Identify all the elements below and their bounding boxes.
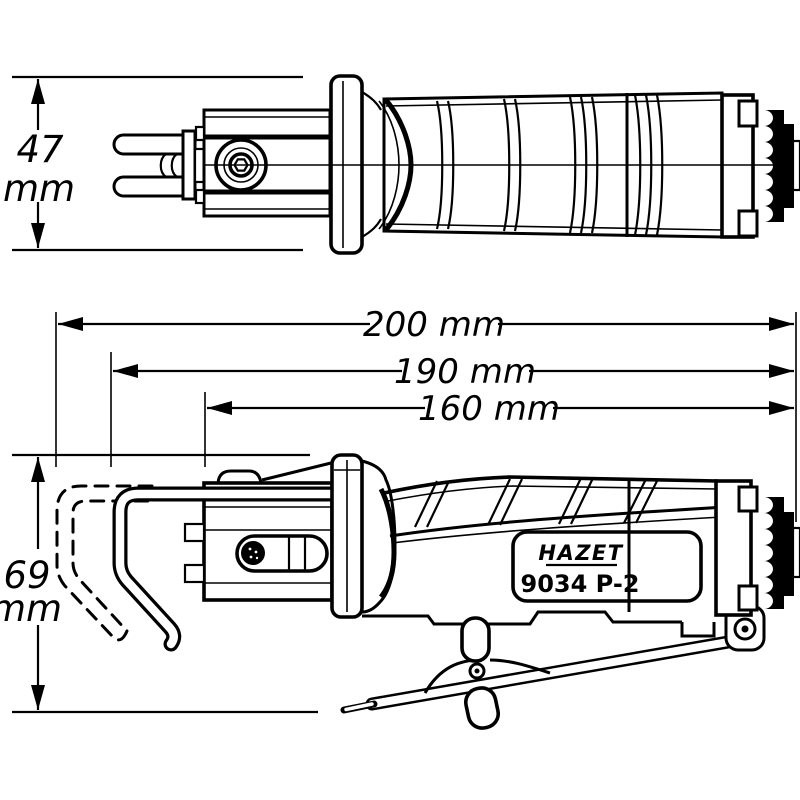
body-top-edge: [383, 475, 719, 495]
cap-tab: [737, 485, 759, 513]
clamp-screw-knob: [214, 138, 268, 192]
dim-190-label: 190 mm: [394, 352, 536, 392]
safety-paddle: [463, 686, 501, 730]
safety-latch-knob: [460, 616, 491, 663]
trigger-lever: [340, 616, 764, 730]
head-tab: [183, 563, 206, 584]
dim-69-value: 69: [3, 554, 50, 597]
clamp-pin: [241, 541, 265, 565]
air-inlet-ribs: [764, 497, 784, 609]
inlet-tip: [791, 526, 800, 579]
dim-190mm: 190 mm: [113, 352, 794, 392]
blade-holder-fork: [112, 129, 206, 201]
lever-bar-core: [368, 633, 761, 708]
arrow-right-icon: [769, 317, 794, 331]
blade-guard-hook: [112, 486, 338, 652]
cap-tab: [737, 209, 759, 238]
dim-47-unit: mm: [3, 167, 75, 210]
grip-lower-edge-inner: [391, 516, 723, 544]
dim-200mm: 200 mm: [58, 305, 794, 345]
hex-socket-icon: [233, 158, 249, 172]
body-line: [385, 99, 723, 107]
body-side: [261, 459, 727, 638]
arrow-left-icon: [58, 317, 83, 331]
air-inlet-top: [720, 93, 800, 239]
grip-lower-edge: [389, 505, 727, 538]
head-tab: [194, 125, 206, 142]
air-inlet-side: [714, 479, 800, 617]
dim-47-value: 47: [16, 128, 64, 171]
arrow-left-icon: [113, 364, 138, 378]
dim-200-label: 200 mm: [363, 305, 505, 345]
inlet-nipple: [781, 124, 794, 208]
pin-speck: [248, 547, 252, 551]
dim-47mm: 47 mm: [3, 75, 303, 252]
pin-speck: [255, 556, 259, 560]
side-view: HAZET 9034 P-2: [55, 453, 800, 730]
arrow-right-icon: [769, 364, 794, 378]
head-to-collar-slope: [261, 461, 332, 482]
dim-lengths: 200 mm 190 mm 160 mm: [55, 305, 797, 522]
label-plate-outline: [511, 530, 703, 603]
body-top-edge-inner: [387, 485, 719, 502]
label-plate: HAZET 9034 P-2: [511, 481, 703, 612]
knob-ring-outer: [214, 138, 268, 192]
guard-core: [115, 489, 335, 649]
arrow-left-icon: [207, 401, 232, 415]
fork-yoke-arcs: [159, 153, 178, 178]
neck-curves: [361, 91, 382, 238]
cap-tab: [737, 584, 759, 612]
hazet-logo-text: HAZET: [538, 541, 623, 565]
air-inlet-ribs: [764, 110, 784, 222]
dim-69mm: 69 mm: [0, 453, 318, 714]
dim-69-unit: mm: [0, 587, 62, 630]
inlet-nipple: [781, 512, 794, 596]
head-tab: [194, 188, 206, 205]
body-bottom-contour: [362, 610, 716, 638]
head-hump: [216, 469, 263, 484]
lever-tip-core: [344, 702, 374, 712]
inlet-tip: [791, 139, 800, 192]
saw-head-side: [183, 469, 334, 602]
blade-guard-dashed: [55, 484, 154, 642]
clamp-bar: [181, 129, 197, 201]
knob-ring-mid: [223, 147, 259, 183]
arrow-up-icon: [31, 79, 45, 104]
cap-tab: [737, 99, 759, 128]
body-line: [385, 223, 723, 231]
knob-ring-inner: [228, 152, 254, 178]
lever-pivot-pin: [741, 625, 749, 633]
grip-ribs-side: [414, 477, 659, 528]
top-view: [112, 74, 800, 255]
dim-160-label: 160 mm: [418, 389, 560, 429]
arrow-up-icon: [31, 457, 45, 482]
model-number-text: 9034 P-2: [521, 570, 640, 598]
dim-160mm: 160 mm: [207, 389, 794, 429]
arrow-down-icon: [31, 223, 45, 248]
shoulder-bulge: [360, 459, 397, 614]
pin-speck: [254, 550, 258, 554]
head-tab: [183, 522, 206, 543]
arrow-right-icon: [769, 401, 794, 415]
pin-speck: [249, 555, 253, 559]
latch-pivot-pin: [474, 668, 480, 674]
arrow-down-icon: [31, 685, 45, 710]
body-front-dome: [378, 487, 397, 599]
